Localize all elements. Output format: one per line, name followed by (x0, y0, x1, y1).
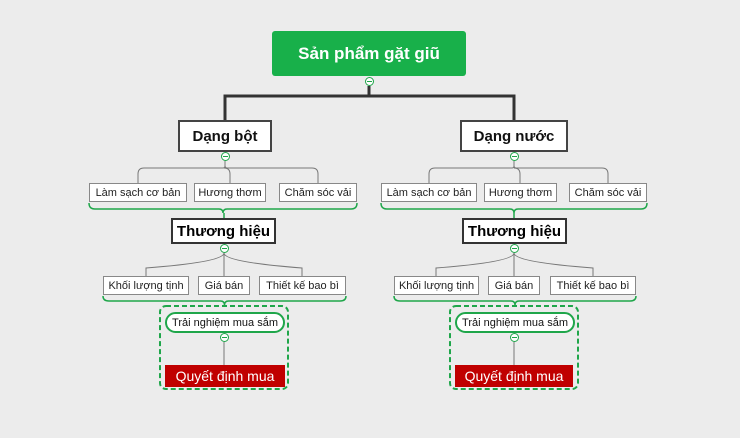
factor-connector (145, 252, 225, 276)
feature-node[interactable]: Làm sạch cơ bản (381, 183, 477, 202)
root-connector (223, 86, 371, 120)
feature-connector (224, 161, 319, 183)
factor-node[interactable]: Giá bán (488, 276, 540, 295)
group-bracket (393, 295, 637, 306)
feature-connector (513, 161, 521, 183)
factor-connector (223, 252, 303, 276)
feature-connector (137, 161, 226, 183)
experience-node[interactable]: Trải nghiệm mua sắm (455, 312, 575, 333)
factor-node[interactable]: Khối lượng tịnh (394, 276, 479, 295)
branch-topic-powder[interactable]: Dạng bột (178, 120, 272, 152)
group-frame (449, 305, 579, 390)
feature-node[interactable]: Làm sạch cơ bản (89, 183, 187, 202)
collapse-icon[interactable] (220, 333, 229, 342)
collapse-icon[interactable] (510, 152, 519, 161)
group-bracket (380, 202, 648, 214)
collapse-icon[interactable] (510, 333, 519, 342)
factor-node[interactable]: Thiết kế bao bì (550, 276, 636, 295)
brand-node[interactable]: Thương hiệu (462, 218, 567, 244)
decision-node[interactable]: Quyết định mua (455, 365, 573, 387)
brand-node[interactable]: Thương hiệu (171, 218, 276, 244)
factor-node[interactable]: Giá bán (198, 276, 250, 295)
decision-node[interactable]: Quyết định mua (165, 365, 285, 387)
feature-node[interactable]: Chăm sóc vải (279, 183, 357, 202)
factor-connector (435, 252, 515, 276)
experience-node[interactable]: Trải nghiệm mua sắm (165, 312, 285, 333)
feature-node[interactable]: Chăm sóc vải (569, 183, 647, 202)
factor-node[interactable]: Khối lượng tịnh (103, 276, 189, 295)
group-bracket (102, 295, 347, 306)
group-bracket (88, 202, 358, 214)
factor-connector (513, 252, 594, 276)
root-topic[interactable]: Sản phẩm gặt giũ (272, 31, 466, 76)
feature-connector (513, 161, 609, 183)
collapse-icon[interactable] (221, 152, 230, 161)
feature-node[interactable]: Hương thơm (484, 183, 557, 202)
factor-node[interactable]: Thiết kế bao bì (259, 276, 346, 295)
collapse-icon[interactable] (365, 77, 374, 86)
collapse-icon[interactable] (220, 244, 229, 253)
feature-connector (428, 161, 515, 183)
branch-topic-liquid[interactable]: Dạng nước (460, 120, 568, 152)
collapse-icon[interactable] (510, 244, 519, 253)
feature-node[interactable]: Hương thơm (194, 183, 266, 202)
group-frame (159, 305, 289, 390)
root-connector (369, 94, 516, 120)
